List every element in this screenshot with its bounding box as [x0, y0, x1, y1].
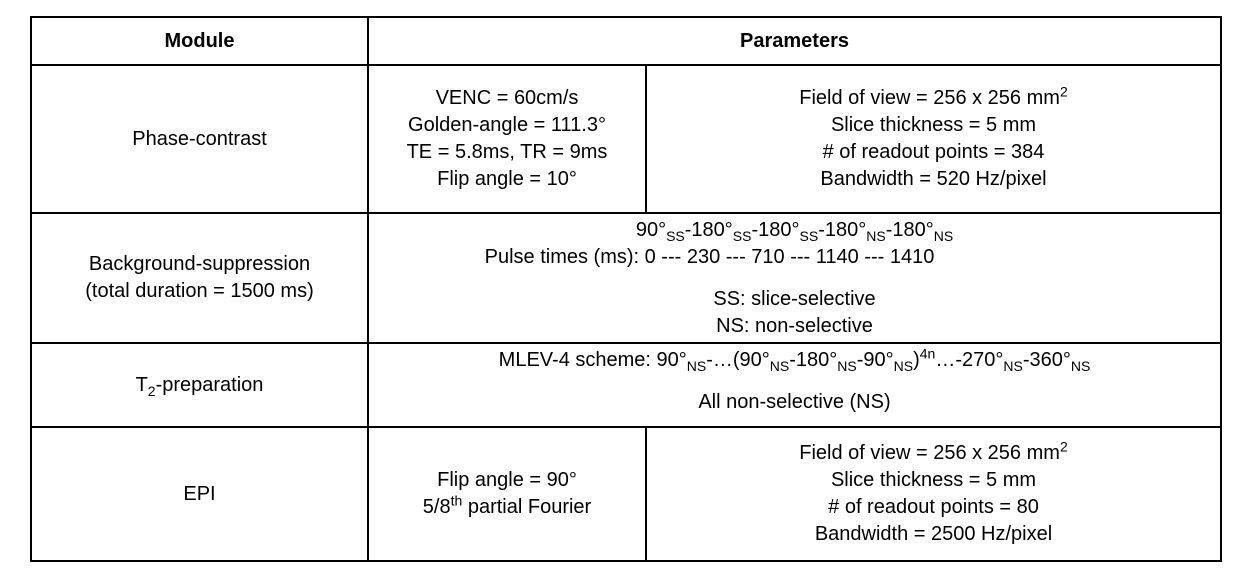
param-line-fov: Field of view = 256 x 256 mm2 — [799, 83, 1068, 109]
param-line-flip-angle: Flip angle = 10° — [437, 168, 577, 190]
column-header-parameters: Parameters — [367, 16, 1222, 66]
param-line-golden-angle: Golden-angle = 111.3° — [408, 114, 606, 136]
param-line-readout-points: # of readout points = 384 — [822, 141, 1045, 163]
phase-contrast-geometry-cell: Field of view = 256 x 256 mm2 Slice thic… — [645, 64, 1222, 214]
module-cell-epi: EPI — [30, 426, 369, 562]
module-label-t2-preparation: T2-preparation — [135, 373, 264, 399]
param-line-partial-fourier: 5/8th partial Fourier — [422, 492, 592, 518]
param-line-epi-slice-thickness: Slice thickness = 5 mm — [830, 469, 1037, 491]
param-line-epi-bandwidth: Bandwidth = 2500 Hz/pixel — [814, 523, 1053, 545]
table-row-t2-preparation: T2-preparation MLEV-4 scheme: 90°NS-…(90… — [30, 342, 1222, 428]
module-label-background-suppression: Background-suppression — [88, 253, 311, 275]
background-suppression-params-cell: 90°SS-180°SS-180°SS-180°NS-180°NS Pulse … — [367, 212, 1222, 344]
module-label-phase-contrast: Phase-contrast — [132, 127, 267, 150]
table-header-row: Module Parameters — [30, 16, 1222, 66]
epi-sequence-cell: Flip angle = 90° 5/8th partial Fourier — [367, 426, 647, 562]
table-row-phase-contrast: Phase-contrast VENC = 60cm/s Golden-angl… — [30, 64, 1222, 214]
mri-parameters-table: Module Parameters Phase-contrast VENC = … — [30, 16, 1222, 562]
param-line-legend-ns: NS: non-selective — [716, 315, 873, 337]
param-line-non-selective-note: All non-selective (NS) — [698, 391, 891, 413]
module-label-epi: EPI — [183, 482, 216, 505]
t2-preparation-params-cell: MLEV-4 scheme: 90°NS-…(90°NS-180°NS-90°N… — [367, 342, 1222, 428]
param-line-venc: VENC = 60cm/s — [435, 87, 579, 109]
param-line-epi-flip-angle: Flip angle = 90° — [437, 469, 577, 491]
param-line-te-tr: TE = 5.8ms, TR = 9ms — [406, 141, 608, 163]
param-line-slice-thickness: Slice thickness = 5 mm — [830, 114, 1037, 136]
module-label-total-duration: (total duration = 1500 ms) — [85, 280, 314, 302]
param-line-bandwidth: Bandwidth = 520 Hz/pixel — [820, 168, 1047, 190]
module-cell-phase-contrast: Phase-contrast — [30, 64, 369, 214]
param-line-pulse-train: 90°SS-180°SS-180°SS-180°NS-180°NS — [635, 219, 954, 244]
param-line-mlev-scheme: MLEV-4 scheme: 90°NS-…(90°NS-180°NS-90°N… — [498, 345, 1091, 374]
phase-contrast-sequence-cell: VENC = 60cm/s Golden-angle = 111.3° TE =… — [367, 64, 647, 214]
module-cell-t2-preparation: T2-preparation — [30, 342, 369, 428]
param-line-epi-readout-points: # of readout points = 80 — [828, 496, 1039, 518]
param-line-legend-ss: SS: slice-selective — [713, 288, 876, 310]
module-cell-background-suppression: Background-suppression (total duration =… — [30, 212, 369, 344]
column-header-module: Module — [30, 16, 369, 66]
param-line-epi-fov: Field of view = 256 x 256 mm2 — [799, 438, 1068, 464]
table-row-epi: EPI Flip angle = 90° 5/8th partial Fouri… — [30, 426, 1222, 562]
table-row-background-suppression: Background-suppression (total duration =… — [30, 212, 1222, 344]
param-line-pulse-times: Pulse times (ms): 0 --- 230 --- 710 --- … — [484, 246, 935, 268]
epi-geometry-cell: Field of view = 256 x 256 mm2 Slice thic… — [645, 426, 1222, 562]
